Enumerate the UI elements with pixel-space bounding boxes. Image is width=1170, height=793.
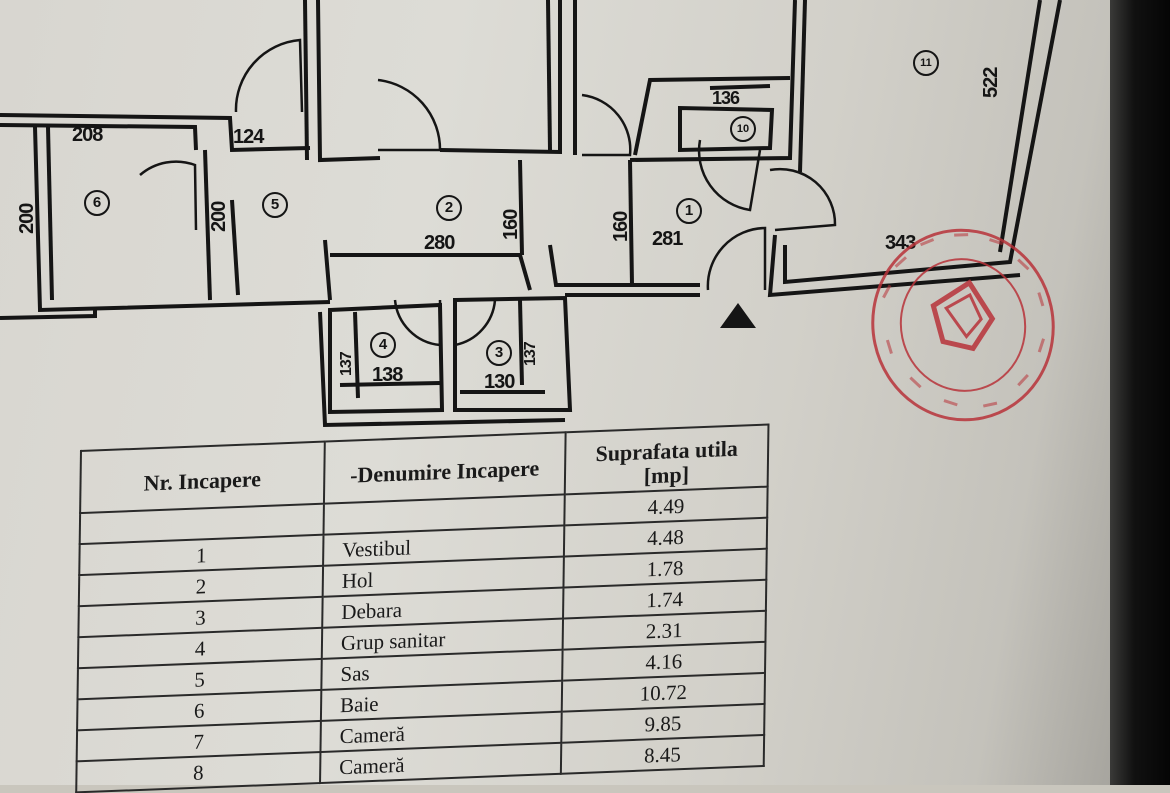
rooms-table-container: Nr. Incapere -Denumire Incapere Suprafat… — [75, 423, 779, 793]
dim-label: 124 — [233, 126, 264, 148]
header-area: Suprafata utila [mp] — [564, 424, 769, 495]
room-marker: 2 — [436, 195, 462, 221]
cell-area: 8.45 — [560, 734, 765, 774]
dim-label: 200 — [16, 203, 38, 234]
dim-label: 200 — [208, 201, 230, 232]
dim-label: 138 — [372, 364, 403, 386]
dim-label: 522 — [980, 67, 1002, 98]
dim-label: 130 — [484, 371, 515, 393]
header-name: -Denumire Incapere — [323, 432, 566, 504]
rooms-table: Nr. Incapere -Denumire Incapere Suprafat… — [75, 424, 769, 793]
dim-label: 280 — [424, 232, 455, 254]
header-nr: Nr. Incapere — [80, 441, 325, 514]
entrance-arrow-icon — [720, 303, 756, 328]
dim-label: 137 — [338, 352, 355, 376]
dim-label: 160 — [610, 211, 632, 242]
official-stamp — [871, 228, 1055, 422]
room-marker: 3 — [486, 340, 512, 366]
room-marker: 11 — [913, 50, 939, 76]
dim-label: 136 — [712, 88, 740, 108]
dim-label: 137 — [522, 342, 539, 366]
room-marker: 6 — [84, 190, 110, 216]
room-marker: 5 — [262, 192, 288, 218]
dim-label: 281 — [652, 228, 683, 250]
dim-label: 160 — [500, 209, 522, 240]
door-swings — [139, 38, 837, 347]
room-marker: 1 — [676, 198, 702, 224]
walls — [0, 0, 1062, 428]
room-marker: 4 — [370, 332, 396, 358]
floor-plan — [0, 0, 1062, 428]
dim-label: 208 — [72, 124, 103, 146]
room-marker: 10 — [730, 116, 756, 142]
monitor-bezel — [1110, 0, 1170, 785]
